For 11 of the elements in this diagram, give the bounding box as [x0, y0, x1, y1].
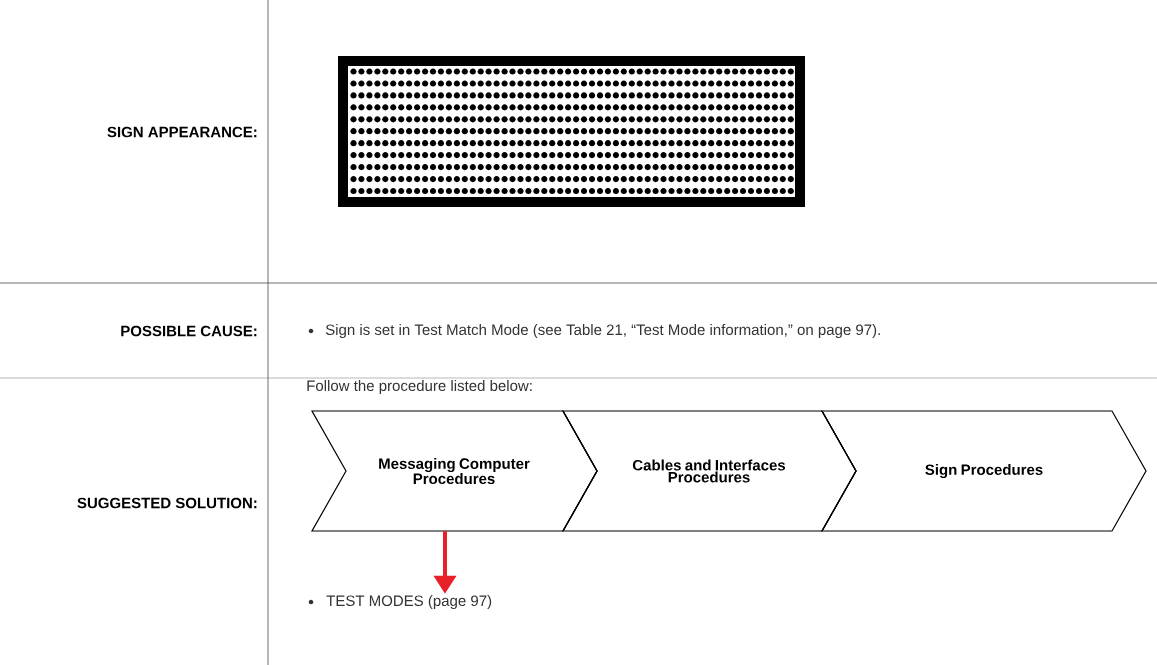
intro-text: Follow the procedure listed below:	[307, 380, 532, 394]
chevron-step: Cables and Interfaces Procedures	[561, 410, 857, 532]
row-heading: SUGGESTED SOLUTION:	[77, 497, 257, 509]
chevron-step: Messaging Computer Procedures	[311, 410, 598, 532]
chevron-joint	[821, 410, 857, 532]
chevron-joint	[562, 410, 598, 532]
bullet-text: TEST MODES (page 97)	[326, 595, 492, 609]
chevron-step: Sign Procedures	[821, 410, 1147, 532]
row-heading: POSSIBLE CAUSE:	[121, 325, 257, 337]
bullet-text: Sign is set in Test Match Mode (see Table 21, “Test Mode information,” on page 97).	[325, 324, 880, 338]
row-heading: SIGN APPEARANCE:	[107, 126, 257, 138]
